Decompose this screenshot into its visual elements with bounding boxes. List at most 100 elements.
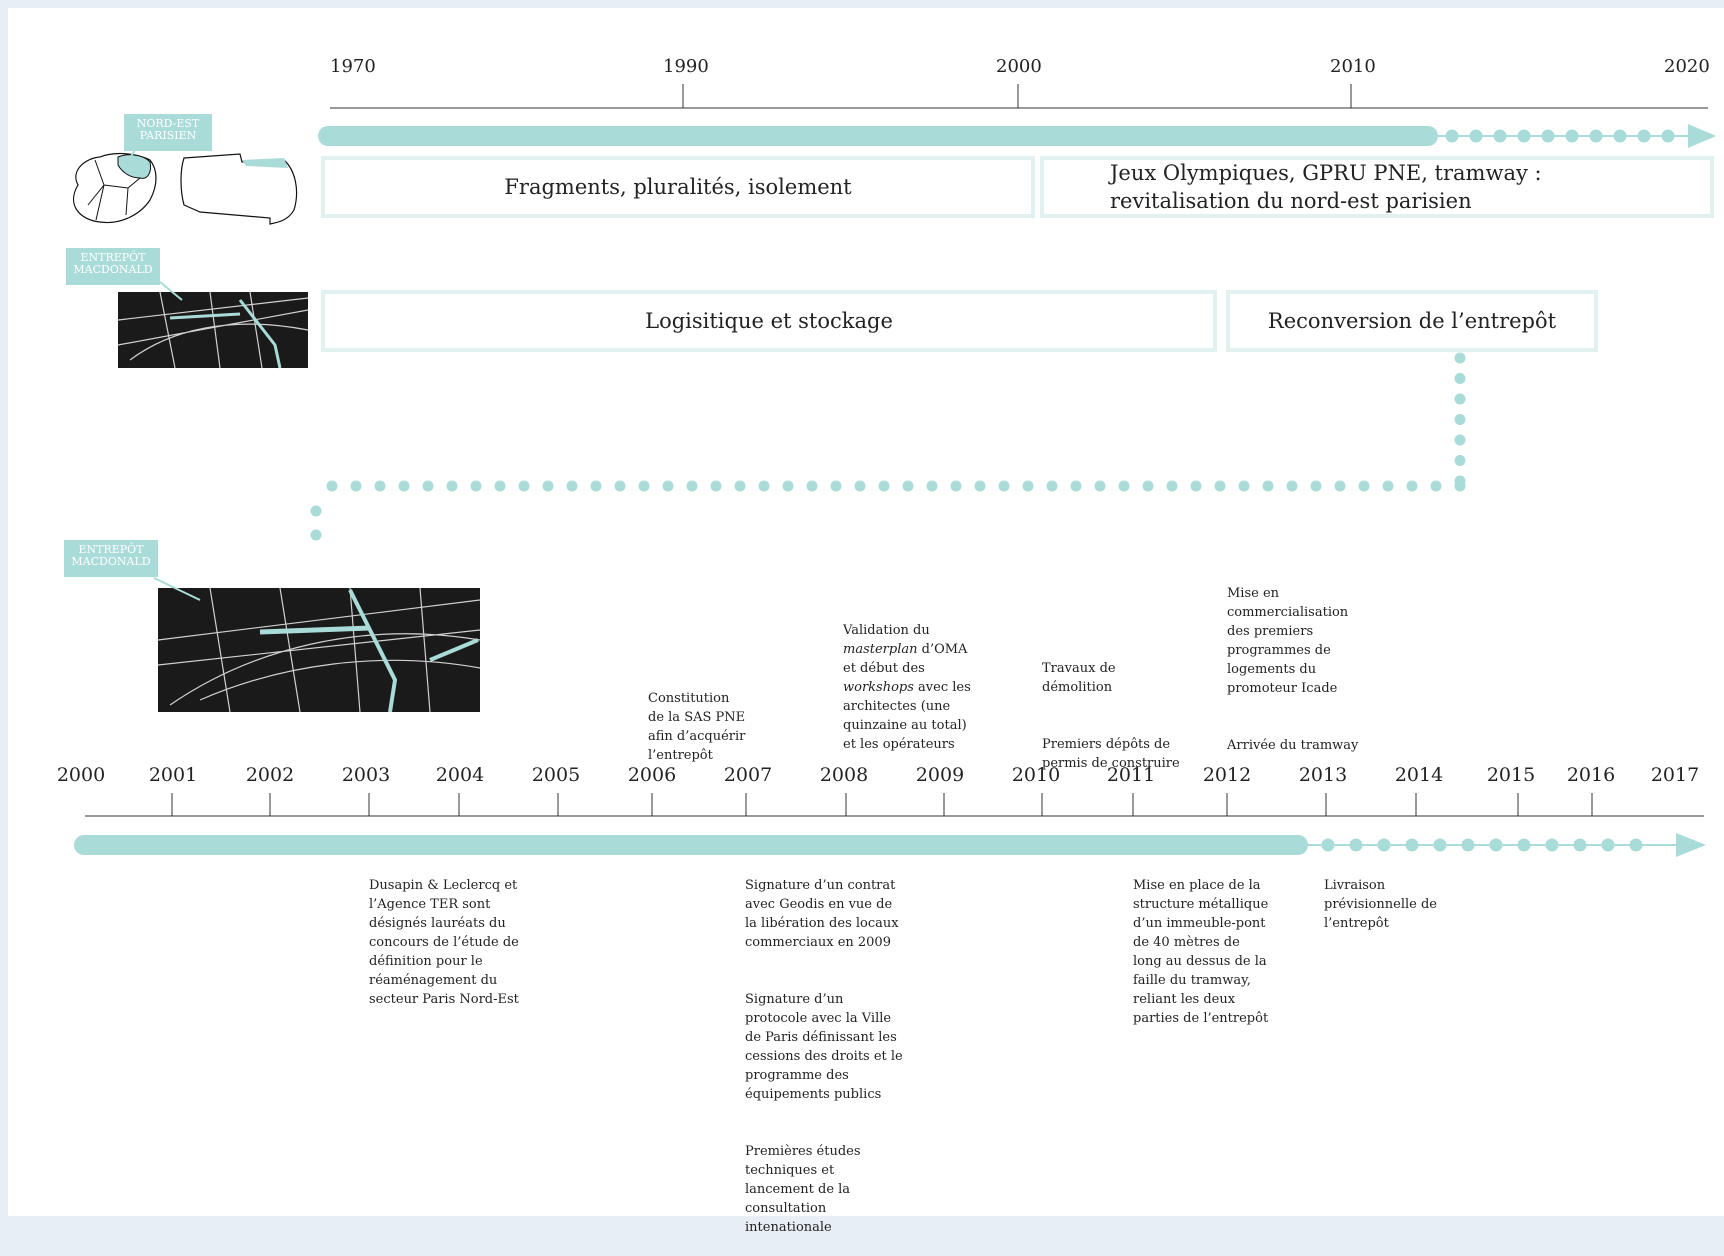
timeline-dot [1454,352,1466,364]
phase-logistique: Logisitique et stockage [321,290,1217,352]
timeline-dot [902,480,914,492]
timeline-dot [1454,455,1466,466]
event-2010: Travaux de démolition Premiers dépôts de… [1042,640,1212,792]
bottom-year-2002: 2002 [246,764,294,786]
timeline-dot [1142,480,1154,492]
timeline-dot [310,505,322,517]
timeline-dot [1094,480,1106,492]
timeline-dot [1613,129,1627,143]
bottom-year-2004: 2004 [436,764,484,786]
timeline-dot [878,480,890,492]
bottom-year-2011: 2011 [1107,764,1155,786]
entrepot-plan-thumbnail-top [117,281,309,369]
timeline-dot [1358,480,1370,492]
timeline-dot [662,480,674,492]
timeline-dot [782,480,794,492]
top-year-1990: 1990 [663,56,709,77]
timeline-dot [1454,414,1466,425]
phase-reconversion: Reconversion de l’entrepôt [1226,290,1598,352]
timeline-dot [1382,480,1394,492]
event-2007-text-3: Premières études techniques et lancement… [745,1144,861,1235]
timeline-dot [494,480,506,492]
bottom-year-2017: 2017 [1651,764,1699,786]
top-year-2020: 2020 [1664,56,1710,77]
timeline-dot [1022,480,1034,492]
event-2013: Livraison prévisionnelle de l’entrepôt [1324,857,1504,952]
event-2008: Validation du masterplan d’OMA et début … [843,602,1013,773]
bottom-year-2016: 2016 [1567,764,1615,786]
label-entrepot-top-text: ENTREPÔT MACDONALD [73,251,153,276]
label-entrepot-bottom-text: ENTREPÔT MACDONALD [71,543,151,568]
timeline-dot [518,480,530,492]
bottom-year-2007: 2007 [724,764,772,786]
phase-jeux-text: Jeux Olympiques, GPRU PNE, tramway : rev… [1110,161,1542,213]
timeline-dot [326,480,338,492]
timeline-dot [854,480,866,492]
timeline-dot [1262,480,1274,492]
top-year-2010: 2010 [1330,56,1376,77]
timeline-dot [1601,838,1615,852]
arrowhead-icon [1688,124,1716,148]
timeline-dot [470,480,482,492]
bottom-year-2001: 2001 [149,764,197,786]
timeline-dot [1573,838,1587,852]
timeline-dot [1517,129,1531,143]
timeline-dot [1070,480,1082,492]
phase-fragments-text: Fragments, pluralités, isolement [504,175,852,199]
timeline-dot [1489,838,1503,852]
timeline-dot [710,480,722,492]
timeline-dot [734,480,746,492]
timeline-dot [1421,129,1435,143]
timeline-dot [1377,838,1391,852]
label-entrepot-macdonald-top: ENTREPÔT MACDONALD [66,248,160,285]
event-2012: Mise en commercialisation des premiers p… [1227,565,1397,774]
bottom-year-2003: 2003 [342,764,390,786]
timeline-dot [998,480,1010,492]
event-2003-text: Dusapin & Leclercq et l’Agence TER sont … [369,878,519,1007]
timeline-dot [1661,129,1675,143]
event-2007-text-2: Signature d’un protocole avec la Ville d… [745,992,903,1102]
bottom-year-2015: 2015 [1487,764,1535,786]
top-axis: 1970 1990 2000 2010 2020 [330,56,1710,109]
timeline-dot [350,480,362,492]
timeline-dot [1454,373,1466,384]
bottom-year-2010: 2010 [1012,764,1060,786]
timeline-dot [1349,838,1363,852]
event-2008-text: Validation du masterplan d’OMA et début … [843,623,971,752]
label-entrepot-macdonald-bottom: ENTREPÔT MACDONALD [64,540,158,577]
timeline-dot [1629,838,1643,852]
bottom-timeline-bar [74,833,1706,857]
timeline-dot [1310,480,1322,492]
timeline-dot [638,480,650,492]
timeline-dot [926,480,938,492]
bottom-year-2005: 2005 [532,764,580,786]
timeline-dot [1238,480,1250,492]
arrowhead-icon [1676,833,1706,857]
timeline-dot [950,480,962,492]
timeline-dot [1637,129,1651,143]
bottom-year-2006: 2006 [628,764,676,786]
timeline-dot [1517,838,1531,852]
timeline-dot [1190,480,1202,492]
timeline-dot [1118,480,1130,492]
entrepot-plan-thumbnail-bottom [153,577,481,713]
timeline-dot [1166,480,1178,492]
timeline-dot [446,480,458,492]
event-2012-text-2: Arrivée du tramway [1227,738,1359,753]
timeline-dot [1469,129,1483,143]
event-2006-text: Constitution de la SAS PNE afin d’acquér… [648,691,746,763]
timeline-dot [1454,393,1466,405]
timeline-dot [1565,129,1579,143]
timeline-dot [1321,838,1335,852]
event-2011: Mise en place de la structure métallique… [1133,857,1313,1047]
label-nord-est-parisien: NORD-EST PARISIEN [124,114,212,151]
timeline-dot [1461,838,1475,852]
connector-dotted-path [310,352,1466,541]
phase-fragments: Fragments, pluralités, isolement [321,156,1035,218]
timeline-dot [1334,480,1346,492]
timeline-dot [590,480,602,492]
phase-reconversion-text: Reconversion de l’entrepôt [1267,309,1557,333]
timeline-dot [686,480,698,492]
event-2007: Signature d’un contrat avec Geodis en vu… [745,857,925,1256]
